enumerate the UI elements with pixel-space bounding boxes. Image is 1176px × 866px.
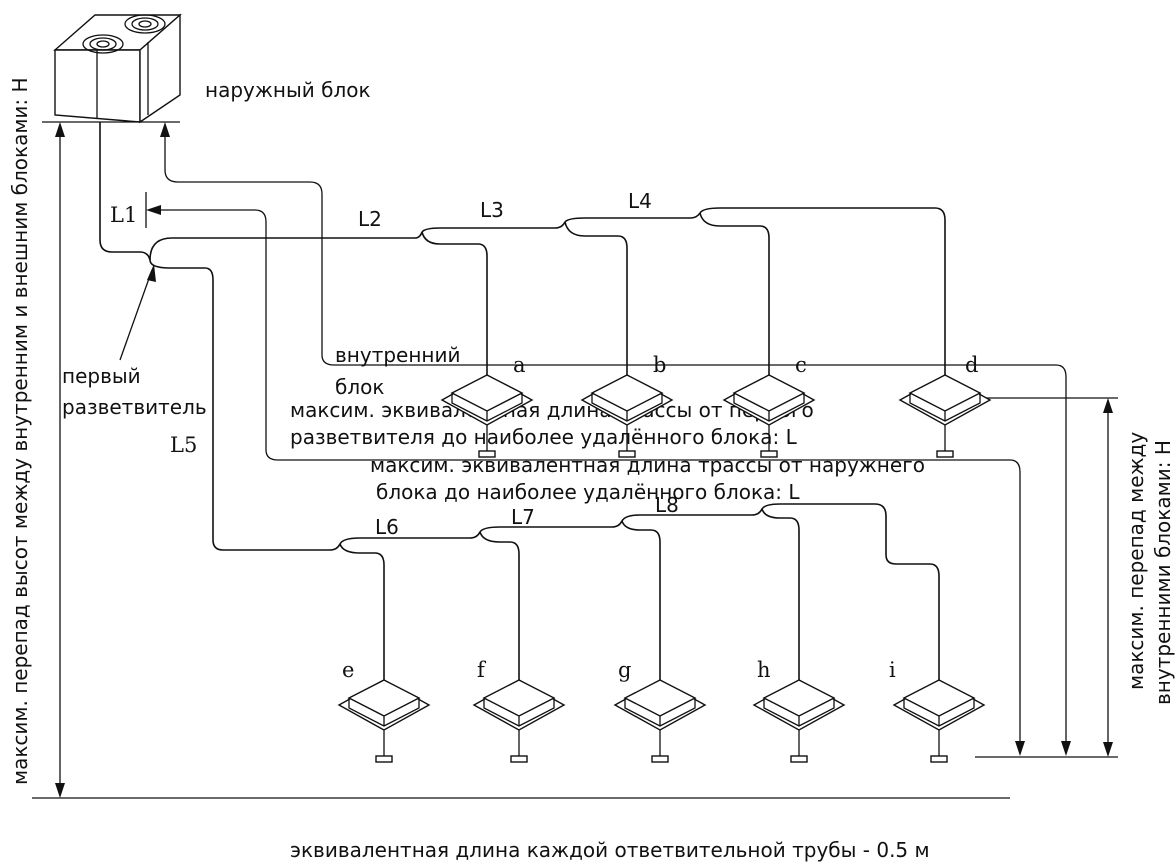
indoor-unit-label-line2: блок xyxy=(335,375,384,399)
branch-pipe xyxy=(699,212,770,375)
unit-letter-d: d xyxy=(965,353,978,377)
fan-icon xyxy=(82,34,124,54)
indoor-unit: d xyxy=(898,353,992,458)
first-branch-label-line1: первый xyxy=(62,364,141,388)
unit-letter-c: c xyxy=(795,353,807,377)
indoor-unit: i xyxy=(889,658,986,763)
indoor-unit: e xyxy=(337,658,431,763)
indoor-unit: f xyxy=(472,658,566,763)
drain-foot xyxy=(478,450,496,458)
bottom-caption: эквивалентная длина каждой ответвительно… xyxy=(290,838,930,862)
first-branch-pointer xyxy=(119,269,153,361)
branch-pipe xyxy=(329,503,940,680)
arrow-down-icon xyxy=(1103,742,1113,757)
first-branch-label-line2: разветвитель xyxy=(62,395,207,419)
drain-foot xyxy=(790,755,808,763)
segment-label-l6: L6 xyxy=(375,515,399,539)
top-trunk-pipe xyxy=(149,231,423,261)
drain-foot xyxy=(651,755,669,763)
drain-foot xyxy=(760,450,778,458)
outdoor-unit-label: наружный блок xyxy=(205,78,371,102)
arrow-up-icon xyxy=(160,122,170,137)
unit-letter-g: g xyxy=(618,658,631,682)
indoor-unit: b xyxy=(580,353,674,458)
branch-pipe xyxy=(621,520,661,680)
drain-foot xyxy=(375,755,393,763)
l5-pipe xyxy=(149,259,330,551)
outdoor-unit xyxy=(53,13,182,124)
arrow-down-icon xyxy=(1061,741,1071,756)
drain-foot xyxy=(618,450,636,458)
segment-label-l5: L5 xyxy=(170,433,197,457)
unit-letter-a: a xyxy=(513,353,526,377)
arrow-left-icon xyxy=(146,205,161,215)
unit-letter-b: b xyxy=(653,353,666,377)
segment-label-l2: L2 xyxy=(358,207,382,231)
arrow-up-icon xyxy=(55,122,65,137)
unit-letter-h: h xyxy=(757,658,771,682)
branch-pipe xyxy=(564,207,946,375)
max-length-outdoor-caption-line1: максим. эквивалентная длина трассы от на… xyxy=(370,453,925,477)
right-height-caption-line1: максим. перепад между xyxy=(1124,432,1148,690)
branch-pipe xyxy=(761,508,800,680)
drain-foot xyxy=(930,755,948,763)
max-length-branch-path xyxy=(160,209,1021,750)
indoor-unit: g xyxy=(613,658,707,763)
unit-letter-e: e xyxy=(342,658,354,682)
arrow-down-icon xyxy=(55,783,65,798)
arrow-down-icon xyxy=(1015,741,1025,756)
fan-icon xyxy=(124,14,166,34)
indoor-unit: a xyxy=(440,353,534,458)
branch-pipe xyxy=(421,231,488,375)
branch-pipe xyxy=(421,221,566,233)
drain-foot xyxy=(510,755,528,763)
segment-label-l1: L1 xyxy=(110,203,137,227)
indoor-unit: c xyxy=(722,353,816,458)
indoor-units: a b c d e f g h i xyxy=(337,353,992,763)
branch-pipe xyxy=(564,221,628,375)
main-pipe xyxy=(99,122,151,261)
max-length-branch-caption-line2: разветвителя до наиболее удалённого блок… xyxy=(290,425,798,449)
branch-pipe xyxy=(479,531,520,680)
max-length-outdoor-path xyxy=(164,126,1067,750)
indoor-unit: h xyxy=(752,658,846,763)
segment-label-l3: L3 xyxy=(480,198,504,222)
segment-label-l7: L7 xyxy=(511,505,535,529)
unit-letter-i: i xyxy=(889,658,896,682)
arrow-up-icon xyxy=(147,264,156,282)
indoor-unit-label-line1: внутренний xyxy=(335,343,461,367)
right-height-caption-line2: внутренними блоками: H xyxy=(1151,440,1175,705)
segment-label-l8: L8 xyxy=(655,493,679,517)
max-length-outdoor-caption-line2: блока до наиболее удалённого блока: L xyxy=(376,480,800,504)
left-height-caption: максим. перепад высот между внутренним и… xyxy=(8,77,32,785)
arrow-up-icon xyxy=(1103,398,1113,413)
segment-label-l4: L4 xyxy=(628,189,652,213)
drain-foot xyxy=(936,450,954,458)
branch-pipe xyxy=(339,543,385,680)
unit-letter-f: f xyxy=(477,658,487,682)
